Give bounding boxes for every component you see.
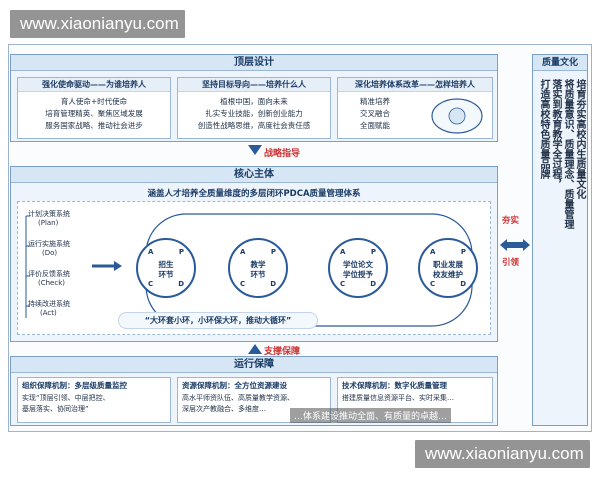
cycle-label: 教学 <box>250 260 266 269</box>
goal-card: 坚持目标导向——培养什么人 植根中国，面向未来 扎实专业技能，创新创业能力 创造… <box>177 77 331 139</box>
top-design-title: 顶层设计 <box>11 55 497 71</box>
cycle-label: 校友维护 <box>433 270 463 279</box>
quadrant-c: C <box>148 280 154 288</box>
quadrant-p: P <box>178 248 184 256</box>
culture-column: 将质量意识、质量理念、质量管理 <box>562 79 573 229</box>
step-sub: (Do) <box>42 249 58 257</box>
step-label: 运行实施系统 <box>28 240 70 248</box>
quadrant-p: P <box>370 248 376 256</box>
card-line: 搭建质量信息资源平台、实时采集… <box>342 394 454 402</box>
culture-column: 培育夯实高校内生质量文化 <box>574 79 585 199</box>
mission-card: 强化使命驱动——为谁培养人 育人使命+时代使命 培育管理精英、聚焦区域发展 服务… <box>17 77 171 139</box>
cycle-label: 环节 <box>158 270 174 279</box>
down-arrow-icon <box>248 145 262 155</box>
cycle-label: 职业发展 <box>433 260 463 269</box>
quadrant-d: D <box>270 280 276 288</box>
quadrant-p: P <box>460 248 466 256</box>
up-arrow-icon <box>248 344 262 354</box>
card-line: 培育管理精英、聚焦区域发展 <box>45 109 143 118</box>
quadrant-a: A <box>340 248 346 256</box>
org-support-card: 组织保障机制：多层级质量监控 实现“顶层引领、中层把控、 基层落实、协同治理” <box>17 377 171 423</box>
cycle-label: 招生 <box>158 260 174 269</box>
quadrant-p: P <box>270 248 276 256</box>
act-step: 持续改进系统 (Act) <box>28 300 70 318</box>
support-title: 运行保障 <box>11 357 497 373</box>
thesis-cycle: A P C D 学位论文 学位授予 <box>328 238 388 298</box>
step-connector <box>25 215 122 318</box>
core-title: 核心主体 <box>11 167 497 183</box>
card-line: 深层次产教融合、多维度… <box>182 405 266 413</box>
culture-column: 落实到教育教学全过程， <box>550 79 561 189</box>
step-label: 评价反馈系统 <box>28 270 70 278</box>
lead-label: 引领 <box>502 258 520 268</box>
reform-card: 深化培养体系改革——怎样培养人 精准培养 交叉融合 全面赋能 <box>337 77 493 139</box>
card-line: 扎实专业技能，创新创业能力 <box>205 109 303 118</box>
cycle-label: 学位授予 <box>343 270 373 279</box>
card-line: 基层落实、协同治理” <box>22 405 89 413</box>
quadrant-a: A <box>240 248 246 256</box>
double-arrow-icon <box>500 239 530 251</box>
do-step: 运行实施系统 (Do) <box>28 240 70 258</box>
video-caption-overlay: …体系建设推动全面、有质量的卓越… <box>290 408 452 423</box>
strategy-guidance-label: 战略指导 <box>264 149 301 159</box>
watermark: www.xiaonianyu.com <box>415 440 590 468</box>
card-header: 组织保障机制：多层级质量监控 <box>22 381 127 390</box>
cycle-slogan: “大环套小环，小环保大环，推动大循环” <box>118 312 318 329</box>
cycle-label: 学位论文 <box>343 260 373 269</box>
card-line: 全面赋能 <box>360 121 390 130</box>
core-section: 核心主体 涵盖人才培养全质量维度的多层闭环PDCA质量管理体系 计划决策系统 (… <box>10 166 498 342</box>
card-line: 创造性战略思维，高度社会责任感 <box>197 121 311 130</box>
quadrant-d: D <box>178 280 184 288</box>
card-line: 实现“顶层引领、中层把控、 <box>22 394 110 402</box>
consolidate-label: 夯实 <box>502 216 520 226</box>
card-header: 技术保障机制：数字化质量管理 <box>342 381 447 390</box>
pdca-title: 涵盖人才培养全质量维度的多层闭环PDCA质量管理体系 <box>147 189 361 199</box>
culture-column: 打造高校特色质量品牌 <box>538 79 549 179</box>
quality-culture-panel: 质量文化 培育夯实高校内生质量文化 将质量意识、质量理念、质量管理 落实到教育教… <box>532 54 588 426</box>
card-header: 强化使命驱动——为谁培养人 <box>18 78 170 92</box>
step-sub: (Check) <box>38 279 65 287</box>
quadrant-d: D <box>460 280 466 288</box>
card-line: 高水平师资队伍、高质量教学资源、 <box>182 394 294 402</box>
plan-step: 计划决策系统 (Plan) <box>28 210 70 228</box>
career-cycle: A P C D 职业发展 校友维护 <box>418 238 478 298</box>
step-label: 计划决策系统 <box>28 210 70 218</box>
quality-culture-title: 质量文化 <box>533 55 587 71</box>
quadrant-a: A <box>430 248 436 256</box>
top-design-section: 顶层设计 强化使命驱动——为谁培养人 育人使命+时代使命 培育管理精英、聚焦区域… <box>10 54 498 142</box>
card-header: 深化培养体系改革——怎样培养人 <box>338 78 492 92</box>
pdca-cycle-area: 计划决策系统 (Plan) 运行实施系统 (Do) 评价反馈系统 (Check)… <box>17 201 491 335</box>
step-sub: (Act) <box>40 309 57 317</box>
card-line: 精准培养 <box>360 97 390 106</box>
enrollment-cycle: A P C D 招生 环节 <box>136 238 196 298</box>
card-line: 育人使命+时代使命 <box>60 97 128 106</box>
cycle-label: 环节 <box>250 270 266 279</box>
quadrant-d: D <box>370 280 376 288</box>
quadrant-c: C <box>340 280 346 288</box>
step-sub: (Plan) <box>38 219 59 227</box>
teaching-cycle: A P C D 教学 环节 <box>228 238 288 298</box>
step-label: 持续改进系统 <box>28 300 70 308</box>
card-line: 交叉融合 <box>360 109 390 118</box>
card-header: 资源保障机制：全方位资源建设 <box>182 381 287 390</box>
quadrant-a: A <box>148 248 154 256</box>
watermark: www.xiaonianyu.com <box>10 10 185 38</box>
support-label: 支撑保障 <box>264 347 301 357</box>
quadrant-c: C <box>430 280 436 288</box>
training-cycle-graphic <box>431 98 483 134</box>
quadrant-c: C <box>240 280 246 288</box>
card-line: 植根中国，面向未来 <box>220 97 288 106</box>
card-header: 坚持目标导向——培养什么人 <box>178 78 330 92</box>
check-step: 评价反馈系统 (Check) <box>28 270 70 288</box>
card-line: 服务国家战略、推动社会进步 <box>45 121 143 130</box>
